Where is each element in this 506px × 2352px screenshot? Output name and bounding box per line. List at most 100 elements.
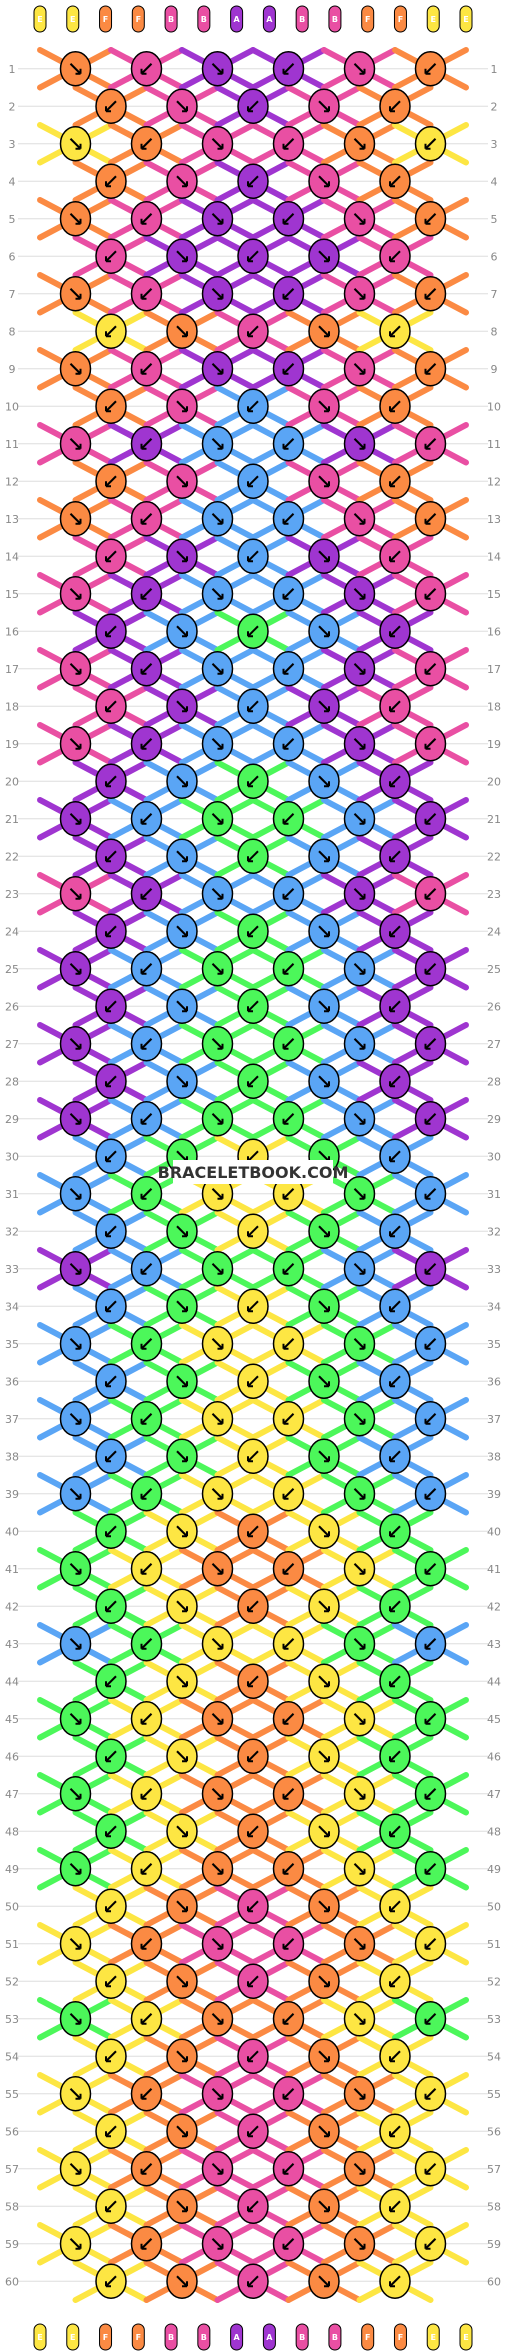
knot (414, 1776, 447, 1812)
row-number-left: 4 (9, 175, 16, 188)
knot (308, 1438, 340, 1474)
row-number-left: 17 (5, 663, 19, 676)
knot (237, 2038, 269, 2074)
svg-text:F: F (136, 15, 141, 24)
knot (379, 1438, 411, 1474)
knot (343, 2226, 376, 2262)
knot (59, 2226, 92, 2262)
knot (308, 688, 340, 724)
knot (237, 763, 269, 799)
strand-label-bottom: F (393, 2323, 407, 2351)
knot-arrow-icon (211, 1863, 224, 1875)
knot (308, 838, 340, 874)
watermark-text: BRACELETBOOK.COM (158, 1163, 349, 1182)
knot-arrow-icon (105, 1075, 117, 1087)
knot-arrow-icon (318, 2125, 330, 2137)
knot-arrow-icon (105, 775, 117, 787)
knot-arrow-icon (69, 1113, 82, 1125)
knot-arrow-icon (176, 1525, 188, 1537)
knot (272, 276, 305, 312)
knot-arrow-icon (424, 1788, 437, 1800)
knot (343, 1776, 376, 1812)
knot (414, 576, 447, 612)
knot-arrow-icon (105, 2200, 117, 2212)
knot-arrow-icon (140, 1188, 153, 1200)
knot-arrow-icon (140, 1263, 153, 1275)
knot (272, 1776, 305, 1812)
knot-arrow-icon (318, 1450, 330, 1462)
knot (272, 2001, 305, 2037)
row-number-right: 25 (487, 963, 501, 976)
knot-arrow-icon (211, 288, 224, 300)
knot-arrow-icon (282, 963, 295, 975)
knot-arrow-icon (389, 2200, 401, 2212)
knot-arrow-icon (69, 588, 82, 600)
knot-arrow-icon (140, 138, 153, 150)
knot-arrow-icon (247, 100, 259, 112)
knot-arrow-icon (247, 2200, 259, 2212)
knot-arrow-icon (140, 1113, 153, 1125)
knot-arrow-icon (389, 1075, 401, 1087)
knot (95, 538, 127, 574)
knot-arrow-icon (424, 513, 437, 525)
knot-arrow-icon (389, 400, 401, 412)
knot-arrow-icon (353, 1863, 366, 1875)
knot-arrow-icon (247, 1600, 259, 1612)
row-number-left: 54 (5, 2050, 19, 2063)
knot (201, 651, 234, 687)
knot (237, 838, 269, 874)
knot-arrow-icon (211, 2238, 224, 2250)
row-number-left: 19 (5, 738, 19, 751)
knot-arrow-icon (211, 1713, 224, 1725)
knot (379, 1813, 411, 1849)
knot-arrow-icon (424, 1263, 437, 1275)
knot-arrow-icon (211, 813, 224, 825)
row-number-left: 55 (5, 2088, 19, 2101)
knot-arrow-icon (389, 700, 401, 712)
knot-arrow-icon (247, 850, 259, 862)
knot-arrow-icon (247, 700, 259, 712)
knot (308, 2263, 340, 2299)
knot-arrow-icon (353, 438, 366, 450)
knot-arrow-icon (69, 63, 82, 75)
knot-arrow-icon (282, 1038, 295, 1050)
knot (59, 126, 92, 162)
knot (272, 1401, 305, 1437)
row-number-right: 9 (491, 363, 498, 376)
knot-arrow-icon (424, 438, 437, 450)
strand-label-bottom: E (459, 2323, 473, 2351)
knot-arrow-icon (282, 1263, 295, 1275)
knot (130, 2001, 163, 2037)
knot (414, 1326, 447, 1362)
knot-arrow-icon (105, 1750, 117, 1762)
row-number-right: 8 (491, 325, 498, 338)
knot (379, 538, 411, 574)
row-number-left: 46 (5, 1750, 19, 1763)
knot-arrow-icon (140, 1413, 153, 1425)
row-number-right: 52 (487, 1975, 501, 1988)
knot (166, 2263, 198, 2299)
svg-text:A: A (234, 15, 241, 24)
knot (414, 1476, 447, 1512)
knot-arrow-icon (318, 2275, 330, 2287)
knot (308, 1213, 340, 1249)
knot-arrow-icon (176, 1900, 188, 1912)
knot-arrow-icon (424, 213, 437, 225)
knot-arrow-icon (69, 1863, 82, 1875)
row-number-right: 29 (487, 1113, 501, 1126)
knot (59, 1626, 92, 1662)
knot (414, 126, 447, 162)
knot-arrow-icon (247, 2275, 259, 2287)
knot (95, 1438, 127, 1474)
knot-arrow-icon (282, 2013, 295, 2025)
knot (130, 1701, 163, 1737)
knot (59, 2076, 92, 2112)
knot (379, 1738, 411, 1774)
knot-arrow-icon (424, 1563, 437, 1575)
knot-arrow-icon (424, 1713, 437, 1725)
knot-arrow-icon (176, 850, 188, 862)
knot (308, 1813, 340, 1849)
row-number-right: 23 (487, 888, 501, 901)
knot-arrow-icon (211, 1113, 224, 1125)
knot (166, 1738, 198, 1774)
